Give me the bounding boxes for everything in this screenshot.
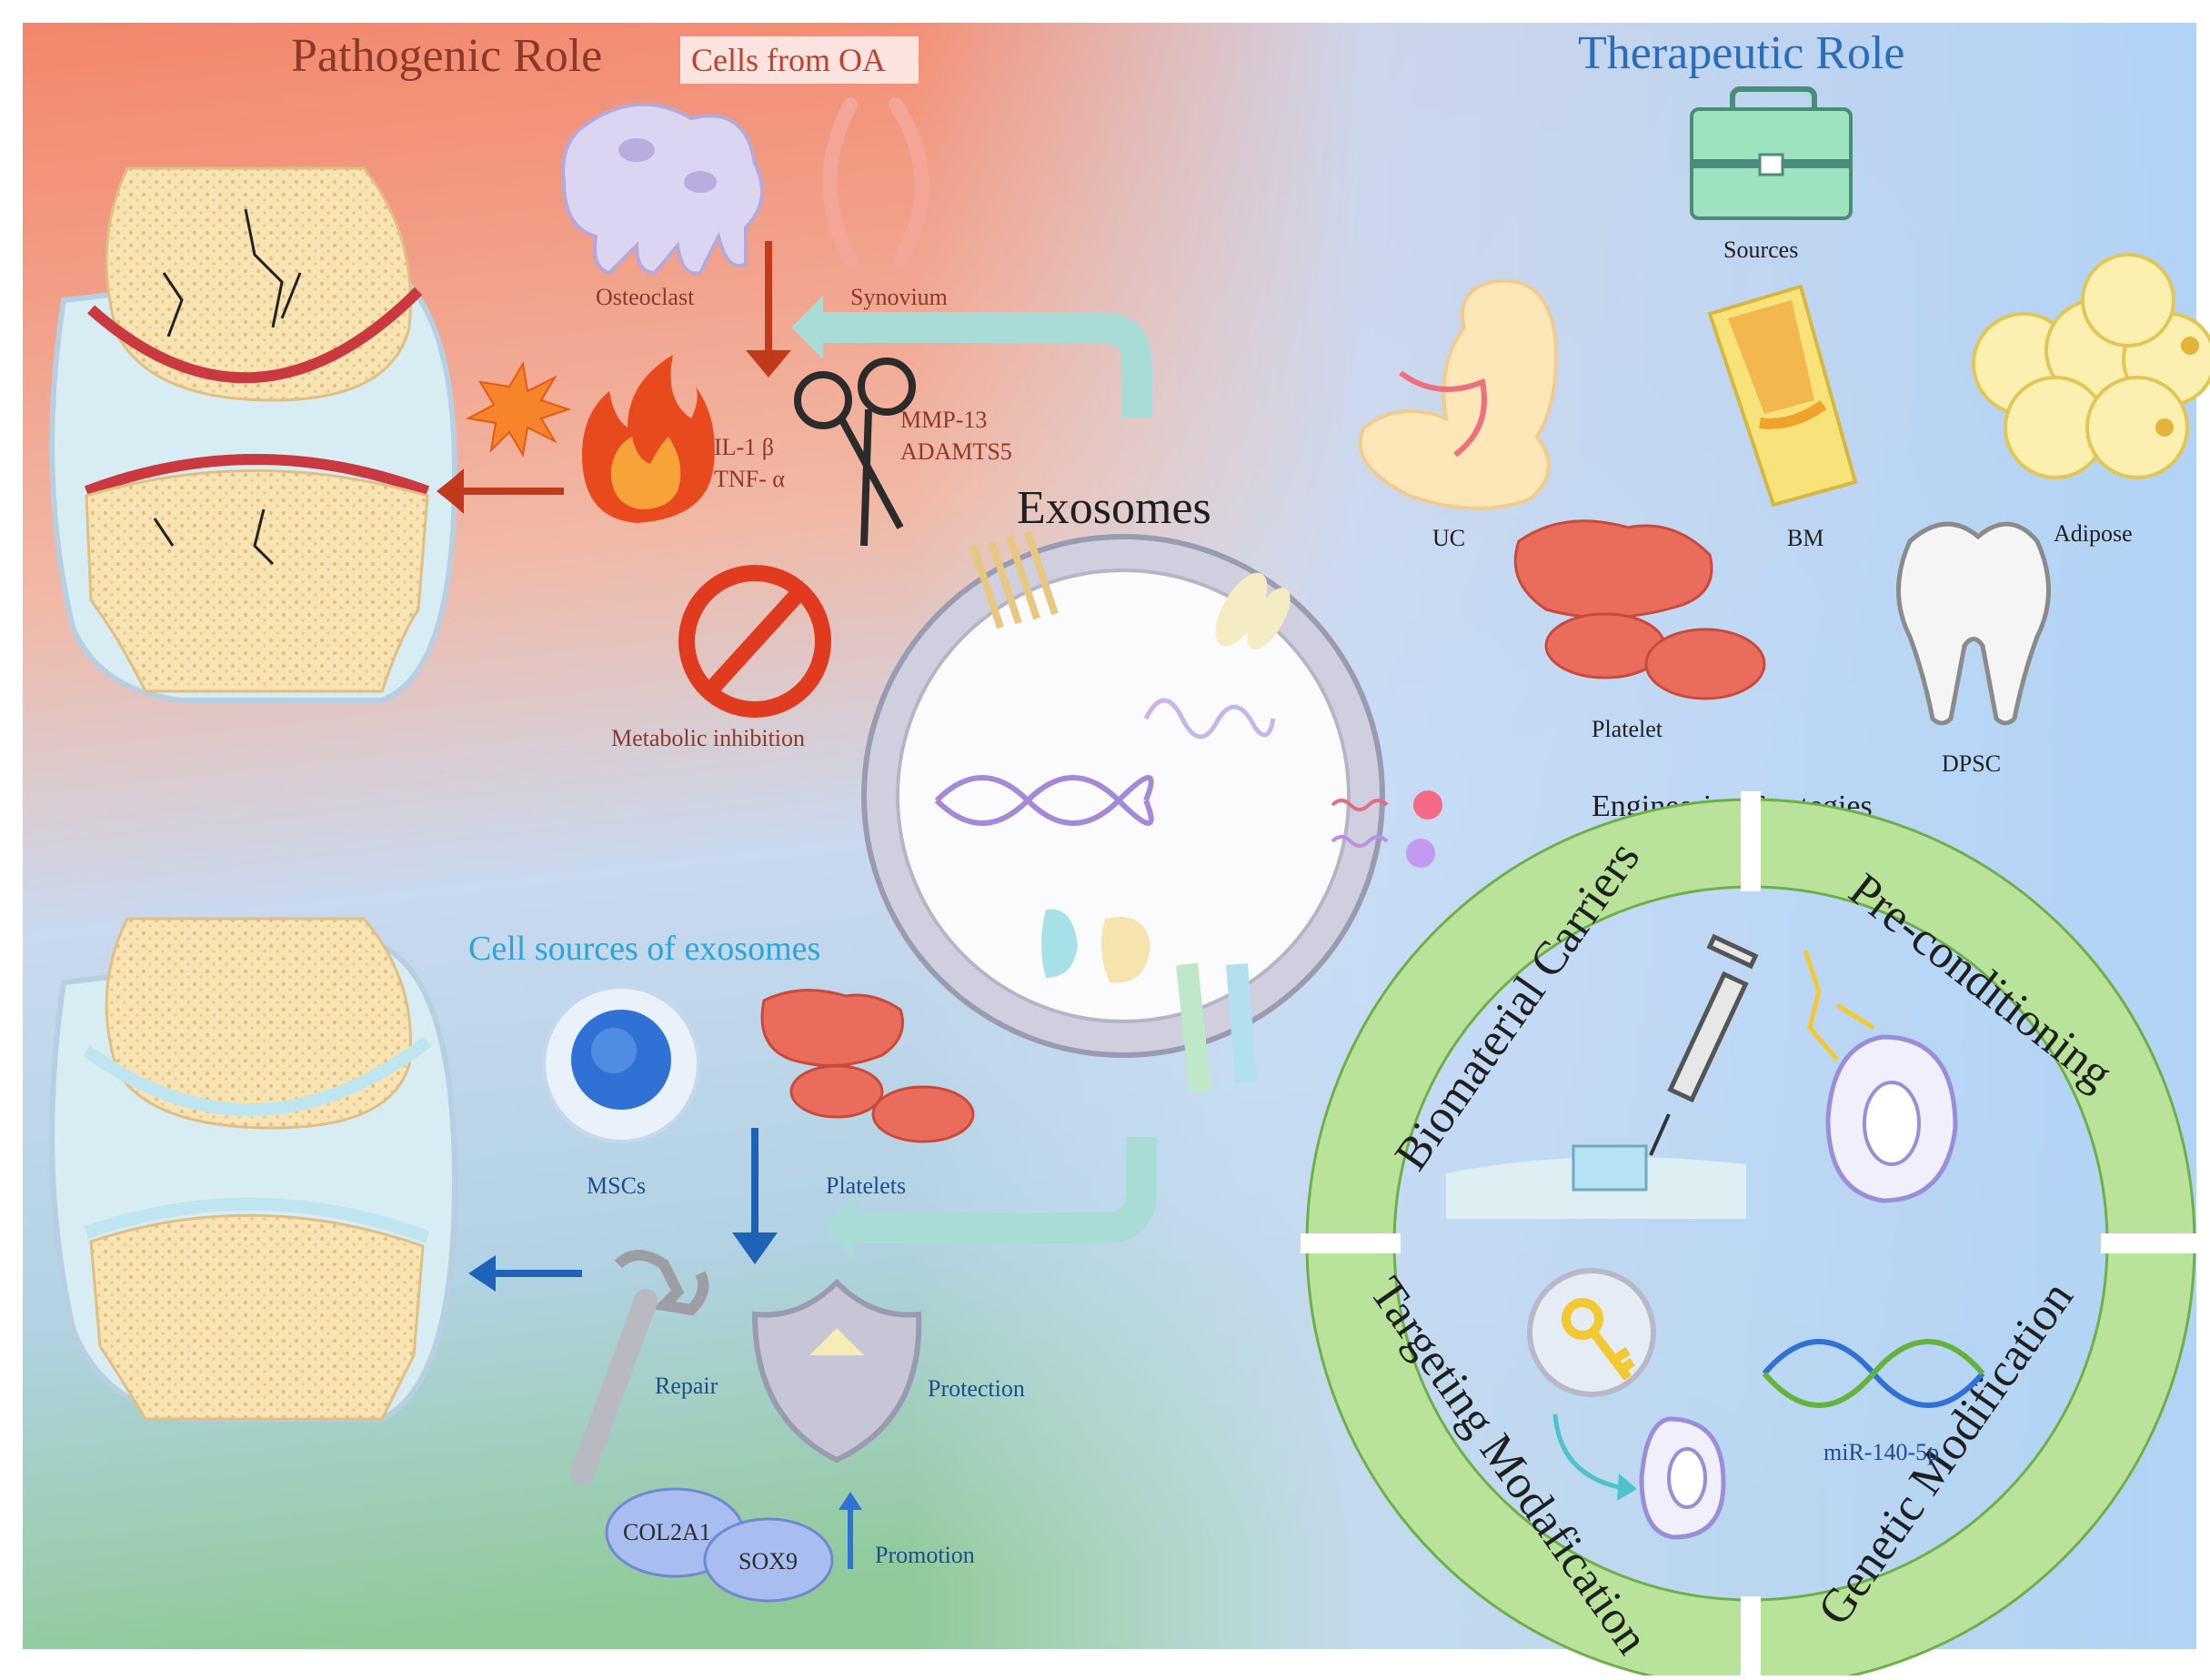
pathogenic-title: Pathogenic Role <box>291 30 602 82</box>
toolbox-icon <box>1690 86 1853 220</box>
exosomes-title: Exosomes <box>1017 482 1211 534</box>
promotion-label: Promotion <box>875 1542 975 1568</box>
wrench-icon <box>570 1250 709 1485</box>
oa-badge: Cells from OA <box>691 42 886 78</box>
sox9-label: SOX9 <box>738 1548 798 1574</box>
dna-icon <box>1762 1339 1985 1408</box>
engineering-ring <box>1301 791 2201 1680</box>
synovium-icon <box>822 97 929 267</box>
damaged-joint-icon <box>49 166 458 703</box>
fire-icon <box>582 355 715 523</box>
adipose-icon <box>1972 253 2210 479</box>
cytokine-2-label: TNF- α <box>714 466 785 492</box>
prohibited-icon <box>678 565 831 718</box>
osteoclast-label: Osteoclast <box>596 284 695 310</box>
exosome-dna-icon <box>934 775 1154 826</box>
uc-label: UC <box>1432 525 1465 551</box>
oa-badge-bg <box>680 36 919 84</box>
platelet-label: Platelet <box>1592 716 1663 742</box>
mirna-label: miR-140-5p <box>1823 1439 1939 1465</box>
dpsc-label: DPSC <box>1942 750 2001 777</box>
osteoclast-arrowhead <box>746 350 791 377</box>
bone-marrow-icon <box>1707 284 1858 508</box>
exosome-icon <box>861 530 1385 1093</box>
msc-icon <box>542 985 700 1143</box>
col2a1-label: COL2A1 <box>623 1519 711 1545</box>
scissors-icon <box>794 357 916 547</box>
cell-icon <box>1803 950 1958 1203</box>
platelets-label: Platelets <box>826 1172 906 1199</box>
therapeutic-title: Therapeutic Role <box>1578 27 1905 79</box>
metabolic-label: Metabolic inhibition <box>611 725 805 751</box>
sources-label: Sources <box>1723 236 1798 263</box>
synovium-label: Synovium <box>850 284 948 310</box>
shield-icon <box>751 1278 922 1464</box>
cytokine-1-label: IL-1 β <box>714 434 774 460</box>
cell-sources-title: Cell sources of exosomes <box>468 930 820 968</box>
inflammation-arrowhead <box>438 468 464 514</box>
teal-arrow-top <box>823 312 1152 418</box>
teal-arrow-bottom <box>855 1137 1157 1243</box>
osteoclast-icon <box>561 102 764 276</box>
tooth-icon <box>1896 521 2051 726</box>
mscs-label: MSCs <box>587 1172 646 1199</box>
syringe-icon <box>1649 933 1759 1156</box>
enzyme-2-label: ADAMTS5 <box>900 438 1012 465</box>
bm-label: BM <box>1787 525 1823 551</box>
sox9-bubble <box>703 1517 834 1603</box>
enzyme-1-label: MMP-13 <box>900 407 987 433</box>
platelet-icon <box>1513 519 1766 700</box>
embryo-icon <box>1358 278 1558 510</box>
adipose-label: Adipose <box>2054 520 2133 547</box>
spark-icon <box>465 361 572 458</box>
healthy-joint-icon <box>49 917 458 1422</box>
repair-label: Repair <box>655 1373 718 1399</box>
platelets-icon <box>760 989 975 1143</box>
key-icon <box>1562 1298 1635 1382</box>
protection-label: Protection <box>928 1375 1025 1402</box>
